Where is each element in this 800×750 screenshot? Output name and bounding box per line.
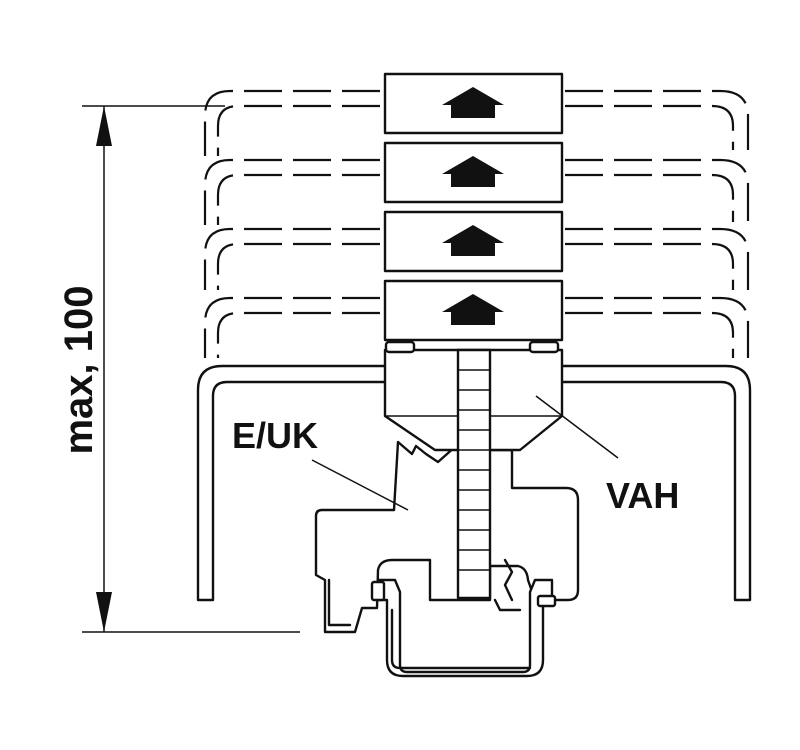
height-dimension: max, 100 (57, 105, 300, 633)
labels: E/UK VAH (232, 395, 679, 516)
raised-position-3 (203, 210, 750, 290)
dimension-label: max, 100 (57, 285, 101, 454)
raised-position-4 (203, 279, 750, 358)
terminal-label: E/UK (232, 415, 318, 456)
carrier-frame (196, 364, 752, 602)
terminal-leader-line (311, 459, 409, 511)
marker-stack (458, 369, 490, 571)
raised-position-2 (203, 141, 750, 225)
carrier-body (383, 340, 564, 600)
carrier-leader-line (535, 395, 619, 459)
up-arrow-icon (442, 156, 504, 187)
dimension-arrow-top-icon (96, 106, 112, 146)
up-arrow-icon (442, 225, 504, 256)
terminal-block (314, 440, 580, 634)
din-rail (370, 578, 557, 678)
raised-position-1 (203, 72, 750, 156)
up-arrow-icon (442, 87, 504, 118)
dimension-arrow-bottom-icon (96, 592, 112, 632)
up-arrow-icon (442, 294, 504, 325)
carrier-label: VAH (606, 475, 679, 516)
raised-carrier-positions (203, 72, 750, 358)
